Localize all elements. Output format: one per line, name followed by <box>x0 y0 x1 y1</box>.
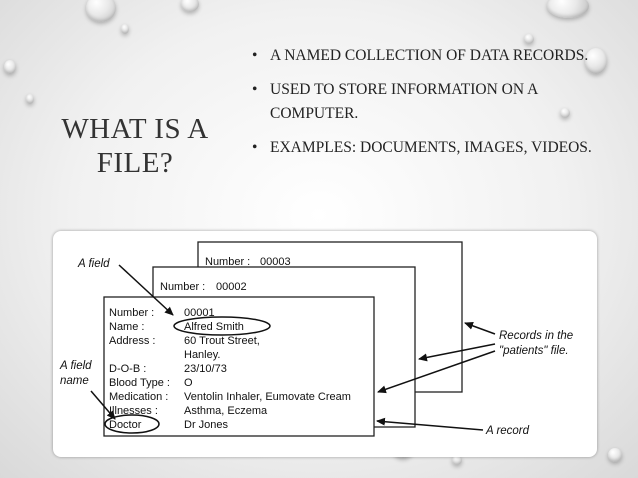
field-value-illnesses: Asthma, Eczema <box>184 405 268 417</box>
arrow-a-field <box>118 264 174 316</box>
water-drop-decoration <box>585 48 607 74</box>
field-value-doctor: Dr Jones <box>184 419 229 431</box>
field-value-address-cont: Hanley. <box>184 349 220 361</box>
field-name-dob: D-O-B : <box>109 363 146 375</box>
field-value-blood-type: O <box>184 377 193 389</box>
bullet-marker: • <box>252 47 258 64</box>
water-drop-decoration <box>608 448 622 462</box>
field-highlight-ellipse <box>173 316 271 336</box>
field-name-number: Number : <box>109 307 154 319</box>
arrow-a-field-name <box>90 390 116 420</box>
water-drop-decoration <box>86 0 116 22</box>
slide-title: WHAT IS A FILE? <box>61 113 209 179</box>
arrow-record-front <box>377 350 496 394</box>
field-name-illnesses: Illnesses : <box>109 405 158 417</box>
bullet-list: • A NAMED COLLECTION OF DATA RECORDS. • US… <box>250 44 620 170</box>
water-drop-decoration <box>452 455 462 465</box>
field-name-highlight-ellipse <box>104 414 160 434</box>
annotation-a-field: A field <box>77 258 110 270</box>
water-drop-decoration <box>560 108 570 118</box>
record-3-number-label: Number : <box>205 256 250 268</box>
bullet-text: A NAMED COLLECTION OF DATA RECORDS. <box>270 47 589 64</box>
field-value-name: Alfred Smith <box>184 321 244 333</box>
field-name-name: Name : <box>109 321 144 333</box>
field-name-doctor: Doctor <box>109 419 142 431</box>
field-value-address: 60 Trout Street, <box>184 335 260 347</box>
annotation-a-field-name-line2: name <box>60 375 89 387</box>
field-name-medication: Medication : <box>109 391 168 403</box>
water-drop-decoration <box>4 60 16 74</box>
record-2-number-label: Number : <box>160 281 205 293</box>
record-3-number-value: 00003 <box>260 256 291 268</box>
front-record-fields: Number : 00001 Name : Alfred Smith Addre… <box>109 307 351 431</box>
record-card-front <box>103 296 375 437</box>
bullet-text: USED TO STORE INFORMATION ON A COMPUTER. <box>270 81 538 122</box>
field-name-address: Address : <box>109 335 155 347</box>
arrow-a-record <box>376 417 484 431</box>
bullet-item: • EXAMPLES: DOCUMENTS, IMAGES, VIDEOS. <box>250 136 620 160</box>
annotation-records-line1: Records in the <box>499 330 573 342</box>
bullet-text: EXAMPLES: DOCUMENTS, IMAGES, VIDEOS. <box>270 139 592 156</box>
diagram-canvas: Number : 00003 Number : 00002 Number : 0… <box>59 241 573 437</box>
field-value-number: 00001 <box>184 307 215 319</box>
field-value-dob: 23/10/73 <box>184 363 227 375</box>
annotation-a-field-name-line1: A field <box>59 360 92 372</box>
arrow-record-back <box>464 321 496 335</box>
arrow-record-middle <box>418 343 496 362</box>
bullet-item: • USED TO STORE INFORMATION ON A COMPUTER… <box>250 78 620 126</box>
bullet-marker: • <box>252 81 258 98</box>
water-drop-decoration <box>121 24 129 34</box>
annotation-records-line2: "patients" file. <box>499 345 569 357</box>
annotation-a-record: A record <box>485 425 530 437</box>
field-value-medication: Ventolin Inhaler, Eumovate Cream <box>184 391 351 403</box>
field-name-blood-type: Blood Type : <box>109 377 170 389</box>
water-drop-decoration <box>26 94 34 104</box>
bullet-item: • A NAMED COLLECTION OF DATA RECORDS. <box>250 44 620 68</box>
file-records-diagram: Number : 00003 Number : 00002 Number : 0… <box>53 231 597 457</box>
bullet-marker: • <box>252 139 258 156</box>
water-drop-decoration <box>181 0 199 12</box>
water-drop-decoration <box>524 34 534 44</box>
water-drop-decoration <box>547 0 589 18</box>
record-2-number-value: 00002 <box>216 281 247 293</box>
